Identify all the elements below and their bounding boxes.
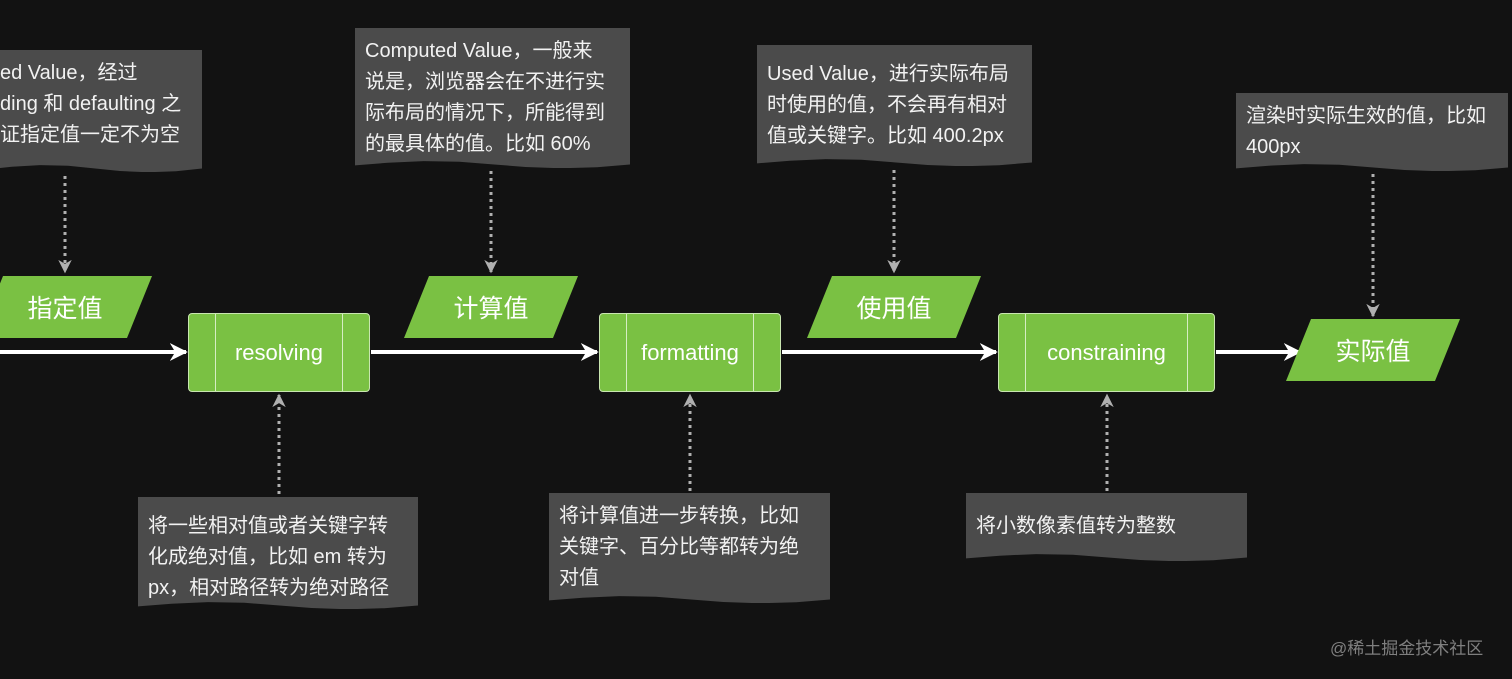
step-resolving: resolving bbox=[188, 313, 370, 392]
step-constraining-label: constraining bbox=[1047, 339, 1166, 365]
note-computed-value: Computed Value，一般来 说是，浏览器会在不进行实 际布局的情况下，… bbox=[355, 28, 630, 168]
step-divider-right bbox=[342, 314, 343, 391]
value-specified: 指定值 bbox=[0, 276, 152, 338]
step-formatting: formatting bbox=[599, 313, 781, 392]
step-resolving-label: resolving bbox=[234, 339, 324, 365]
note-used-value: Used Value，进行实际布局 时使用的值，不会再有相对 值或关键字。比如 … bbox=[757, 45, 1032, 166]
value-computed: 计算值 bbox=[404, 276, 578, 338]
step-divider-right bbox=[753, 314, 754, 391]
step-divider-left bbox=[626, 314, 627, 391]
note-formatting: 将计算值进一步转换，比如 关键字、百分比等都转为绝 对值 bbox=[549, 493, 830, 603]
step-divider-left bbox=[215, 314, 216, 391]
step-constraining: constraining bbox=[998, 313, 1215, 392]
note-constraining: 将小数像素值转为整数 bbox=[966, 493, 1247, 561]
step-formatting-label: formatting bbox=[641, 339, 739, 365]
step-divider-right bbox=[1187, 314, 1188, 391]
value-used: 使用值 bbox=[807, 276, 981, 338]
step-divider-left bbox=[1025, 314, 1026, 391]
note-specified-value: ed Value，经过 ding 和 defaulting 之 证指定值一定不为… bbox=[0, 50, 202, 172]
value-actual: 实际值 bbox=[1286, 319, 1460, 381]
note-resolving: 将一些相对值或者关键字转 化成绝对值，比如 em 转为 px，相对路径转为绝对路… bbox=[138, 497, 418, 609]
note-actual-value: 渲染时实际生效的值，比如 400px bbox=[1236, 93, 1508, 171]
watermark: @稀土掘金技术社区 bbox=[1330, 639, 1484, 658]
